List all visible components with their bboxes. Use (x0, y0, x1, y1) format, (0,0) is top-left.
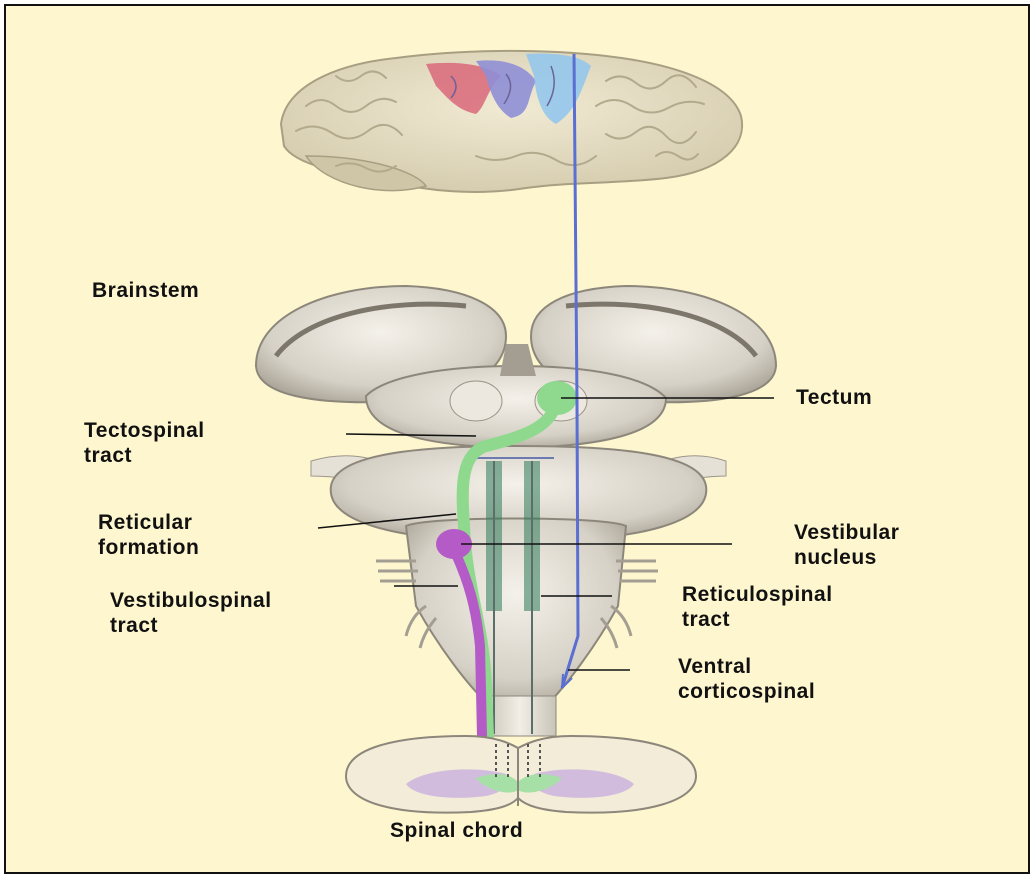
spinal-cord-cross-section (346, 736, 696, 813)
label-vestibular-nucleus: Vestibular nucleus (794, 520, 899, 570)
label-vestibulospinal-tract: Vestibulospinal tract (110, 588, 272, 638)
label-ventral-corticospinal: Ventral corticospinal (678, 654, 815, 704)
label-tectum: Tectum (796, 385, 872, 410)
label-tectospinal-tract: Tectospinal tract (84, 418, 205, 468)
diagram-frame: Brainstem Tectum Tectospinal tract Retic… (4, 4, 1030, 874)
label-reticular-formation: Reticular formation (98, 510, 199, 560)
label-spinal-chord: Spinal chord (390, 818, 523, 843)
cerebral-cortex (281, 51, 742, 192)
label-reticulospinal-tract: Reticulospinal tract (682, 582, 833, 632)
label-brainstem: Brainstem (92, 278, 199, 303)
